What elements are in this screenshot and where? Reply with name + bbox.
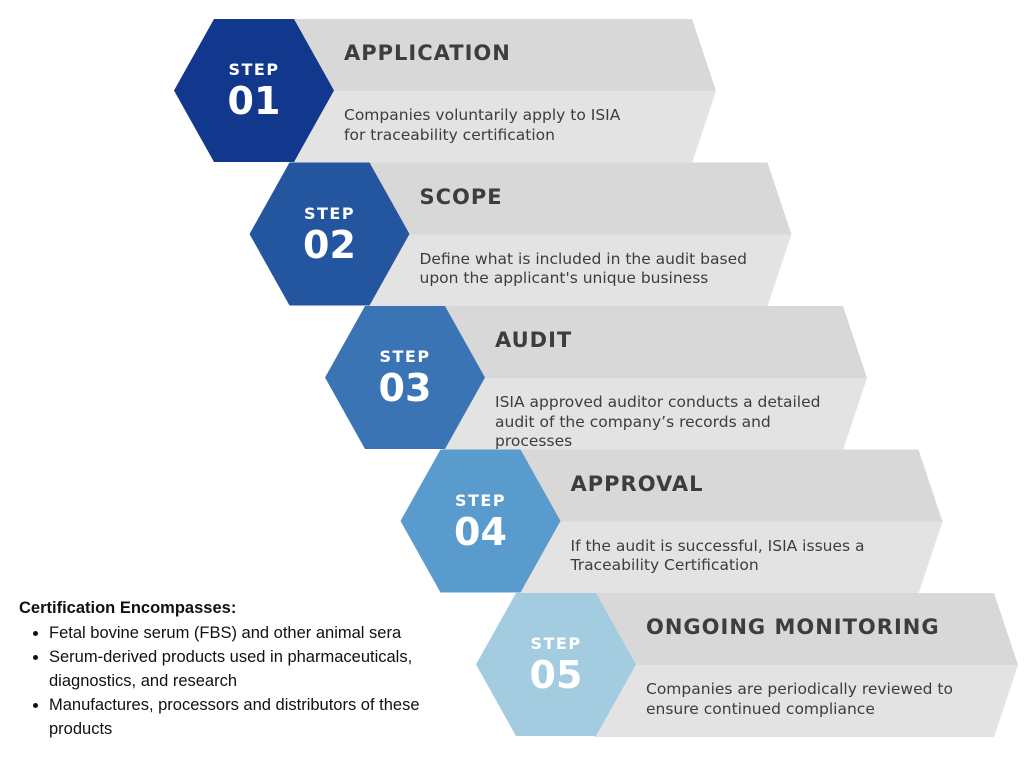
step-5-title: ONGOING MONITORING [646,615,940,639]
step-2-banner-bottom [367,234,792,307]
step-1-banner-bottom [292,91,716,163]
step-4-banner-top [518,449,943,522]
step-2-description: Define what is included in the audit bas… [419,249,747,288]
step-4-hexagon [400,449,561,593]
step-3-label: STEP [379,347,431,366]
encompasses-heading: Certification Encompasses: [19,599,237,617]
step-1-title: APPLICATION [344,41,511,65]
step-5-banner-top [594,593,1018,665]
step-3-number: 03 [378,366,432,410]
encompasses-list: Fetal bovine serum (FBS) and other anima… [19,621,479,741]
step-5-label: STEP [530,634,582,653]
step-1-label: STEP [228,60,280,79]
step-5-number: 05 [529,653,583,697]
step-4-description: If the audit is successful, ISIA issues … [570,536,865,575]
step-2-number: 02 [303,222,356,267]
step-3-title: AUDIT [495,328,573,352]
step-1-hexagon [174,19,334,162]
step-3-banner-bottom [443,378,867,450]
step-2-label: STEP [303,203,356,223]
step-5-hexagon [476,593,636,736]
step-2-hexagon [249,162,410,306]
step-5-banner-bottom [594,665,1018,737]
encompasses-item: Serum-derived products used in pharmaceu… [49,645,479,693]
step-3-banner-top [443,306,867,378]
step-2-banner-top [367,162,792,235]
step-4-label: STEP [454,490,507,510]
encompasses-item: Manufactures, processors and distributor… [49,693,479,741]
step-1-number: 01 [227,79,281,123]
certification-encompasses-box: Certification Encompasses: Fetal bovine … [19,599,479,741]
step-2-title: SCOPE [419,184,503,209]
step-4-title: APPROVAL [570,471,704,496]
step-1-banner-top [292,19,716,91]
step-4-number: 04 [454,509,507,554]
step-3-description: ISIA approved auditor conducts a detaile… [495,393,821,450]
encompasses-item: Fetal bovine serum (FBS) and other anima… [49,621,479,645]
step-4-banner-bottom [518,521,943,594]
step-3-hexagon [325,306,485,449]
